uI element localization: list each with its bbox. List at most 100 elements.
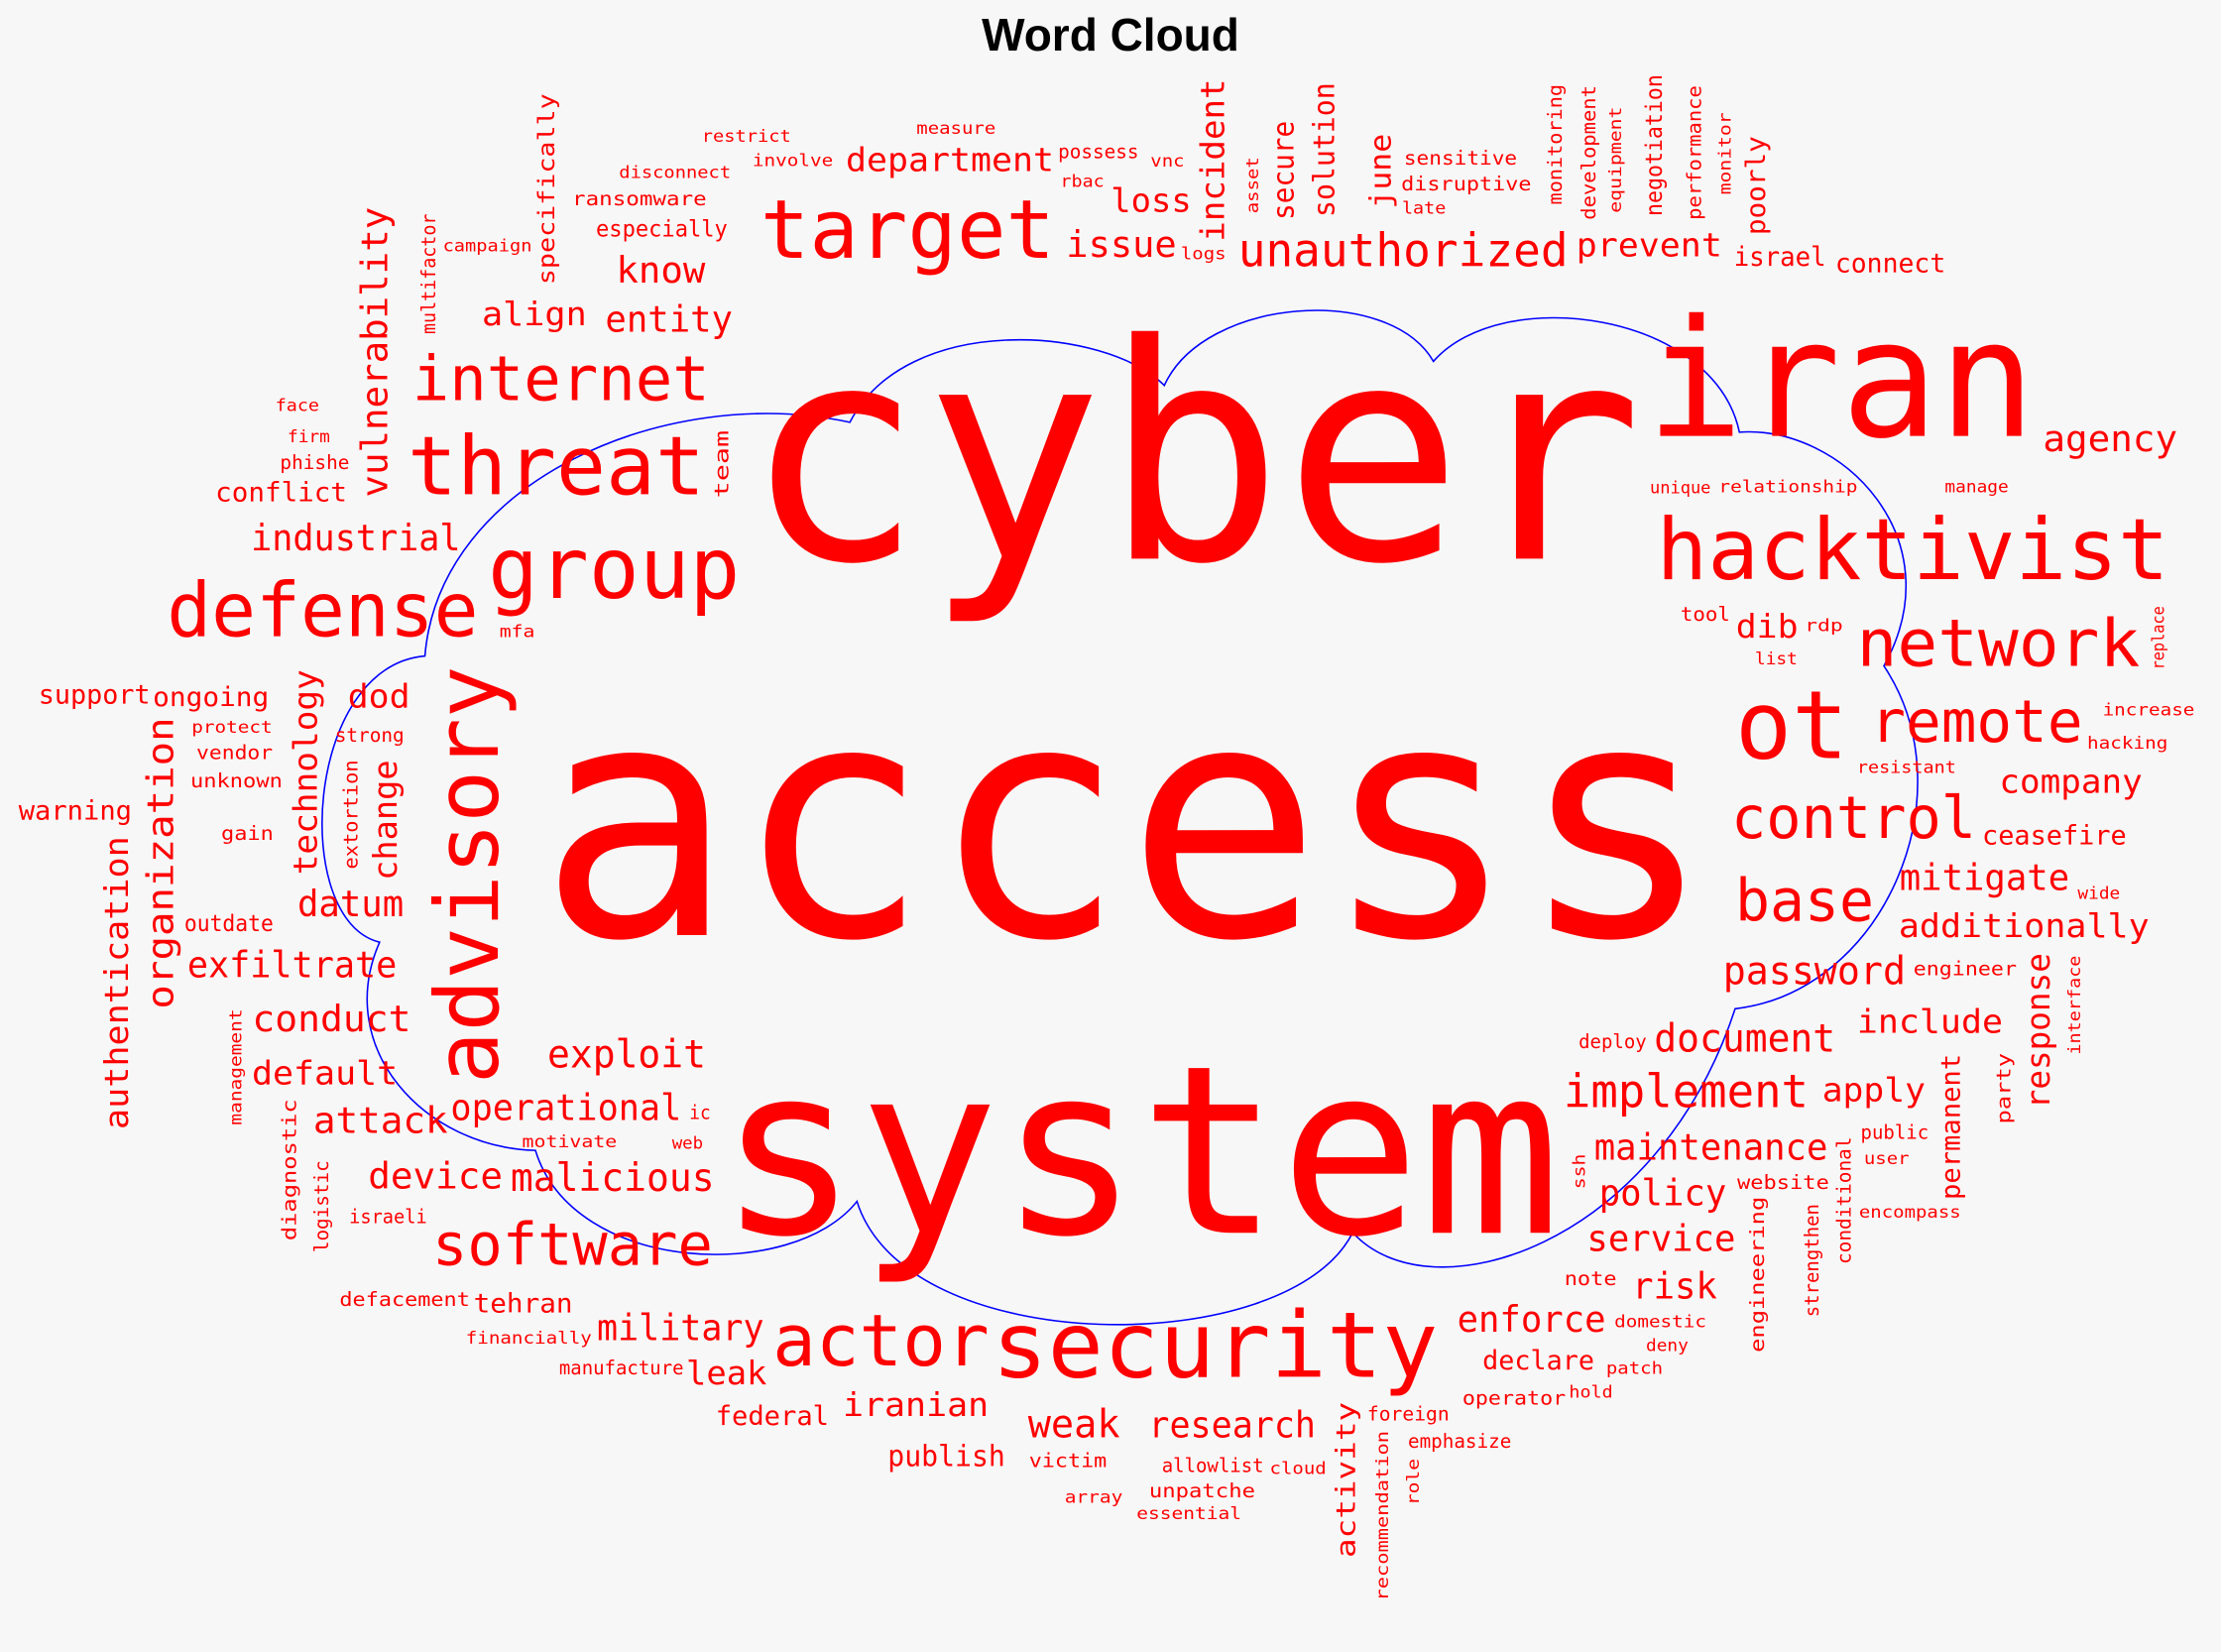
word-encompass: encompass: [1859, 1203, 1961, 1222]
word-malicious: malicious: [511, 1155, 715, 1201]
word-operator: operator: [1462, 1387, 1566, 1410]
word-management: management: [227, 1008, 246, 1124]
word-industrial: industrial: [251, 517, 460, 559]
word-default: default: [252, 1054, 398, 1092]
word-know: know: [616, 249, 705, 292]
word-firm: firm: [288, 427, 330, 446]
word-ransomware: ransomware: [572, 187, 707, 210]
word-gain: gain: [221, 822, 274, 845]
word-phishe: phishe: [280, 451, 349, 474]
word-vendor: vendor: [196, 742, 273, 765]
word-essential: essential: [1136, 1504, 1241, 1523]
word-face: face: [276, 397, 319, 415]
word-solution: solution: [1308, 82, 1342, 217]
word-web: web: [672, 1133, 703, 1152]
word-leak: leak: [686, 1355, 767, 1392]
word-manage: manage: [1944, 477, 2008, 496]
word-mfa: mfa: [500, 623, 535, 642]
word-ic: ic: [689, 1102, 710, 1124]
word-replace: replace: [2150, 606, 2168, 669]
word-support: support: [39, 680, 151, 710]
word-entity: entity: [605, 297, 733, 340]
word-access: access: [538, 634, 1714, 1012]
word-extortion: extortion: [340, 760, 363, 869]
word-iran: iran: [1646, 286, 2036, 475]
word-company: company: [1999, 764, 2142, 801]
word-disconnect: disconnect: [619, 163, 731, 181]
word-issue: issue: [1066, 223, 1176, 266]
word-system: system: [718, 1014, 1561, 1288]
word-technology: technology: [287, 669, 324, 875]
word-performance: performance: [1684, 85, 1706, 220]
word-tool: tool: [1681, 603, 1730, 626]
word-campaign: campaign: [443, 237, 532, 256]
word-specifically: specifically: [534, 93, 560, 285]
cloud-outline: [321, 309, 1919, 1326]
word-exploit: exploit: [547, 1031, 706, 1077]
chart-title: Word Cloud: [982, 9, 1239, 60]
word-outdate: outdate: [184, 911, 274, 937]
word-dib: dib: [1736, 608, 1799, 646]
word-advisory: advisory: [416, 666, 519, 1084]
word-defense: defense: [167, 567, 478, 654]
word-rdp: rdp: [1805, 616, 1843, 635]
word-network: network: [1857, 606, 2141, 681]
word-attack: attack: [313, 1099, 448, 1141]
word-agency: agency: [2043, 417, 2177, 460]
word-hacking: hacking: [2087, 734, 2167, 753]
word-incident: incident: [1194, 78, 1231, 241]
word-tehran: tehran: [474, 1289, 573, 1319]
word-connect: connect: [1835, 249, 1945, 279]
word-unknown: unknown: [190, 769, 283, 792]
word-disruptive: disruptive: [1401, 173, 1531, 195]
word-research: research: [1148, 1404, 1316, 1447]
word-negotiation: negotiation: [1642, 74, 1668, 216]
word-emphasize: emphasize: [1408, 1430, 1511, 1453]
word-increase: increase: [2103, 701, 2195, 720]
word-device: device: [368, 1154, 503, 1197]
word-multifactor: multifactor: [417, 213, 440, 334]
word-enforce: enforce: [1458, 1298, 1606, 1341]
word-engineering: engineering: [1746, 1197, 1769, 1353]
word-secure: secure: [1266, 121, 1300, 220]
word-patch: patch: [1606, 1359, 1663, 1378]
word-security: security: [992, 1292, 1438, 1398]
word-diagnostic: diagnostic: [279, 1099, 301, 1240]
word-especially: especially: [596, 216, 728, 242]
word-cyber: cyber: [744, 281, 1643, 630]
word-maintenance: maintenance: [1594, 1125, 1828, 1168]
word-defacement: defacement: [339, 1288, 469, 1311]
word-unique: unique: [1650, 478, 1710, 497]
word-israeli: israeli: [349, 1206, 427, 1229]
word-strong: strong: [335, 724, 405, 747]
word-development: development: [1578, 85, 1600, 220]
word-additionally: additionally: [1899, 907, 2150, 945]
word-operational: operational: [450, 1086, 681, 1128]
word-deploy: deploy: [1578, 1030, 1647, 1053]
word-conditional: conditional: [1832, 1136, 1855, 1264]
word-sensitive: sensitive: [1404, 147, 1517, 170]
word-hold: hold: [1569, 1383, 1612, 1402]
word-warning: warning: [19, 797, 132, 827]
word-strengthen: strengthen: [1801, 1204, 1823, 1317]
word-deny: deny: [1646, 1337, 1689, 1356]
word-response: response: [2020, 953, 2057, 1109]
word-allowlist: allowlist: [1162, 1455, 1264, 1477]
word-domestic: domestic: [1614, 1313, 1706, 1332]
words-layer: accesscybersystemiranhacktivistotsecurit…: [19, 74, 2195, 1600]
word-remote: remote: [1870, 687, 2082, 756]
word-role: role: [1404, 1459, 1423, 1505]
word-base: base: [1735, 867, 1874, 935]
word-threat: threat: [408, 419, 705, 514]
word-relationship: relationship: [1718, 477, 1857, 496]
word-organization: organization: [139, 717, 181, 1008]
word-implement: implement: [1564, 1064, 1809, 1118]
word-internet: internet: [412, 343, 710, 415]
word-team: team: [710, 430, 733, 499]
word-victim: victim: [1029, 1450, 1108, 1473]
word-wide: wide: [2077, 884, 2120, 902]
word-actor: actor: [772, 1300, 990, 1383]
word-foreign: foreign: [1367, 1402, 1450, 1425]
word-service: service: [1586, 1218, 1735, 1260]
